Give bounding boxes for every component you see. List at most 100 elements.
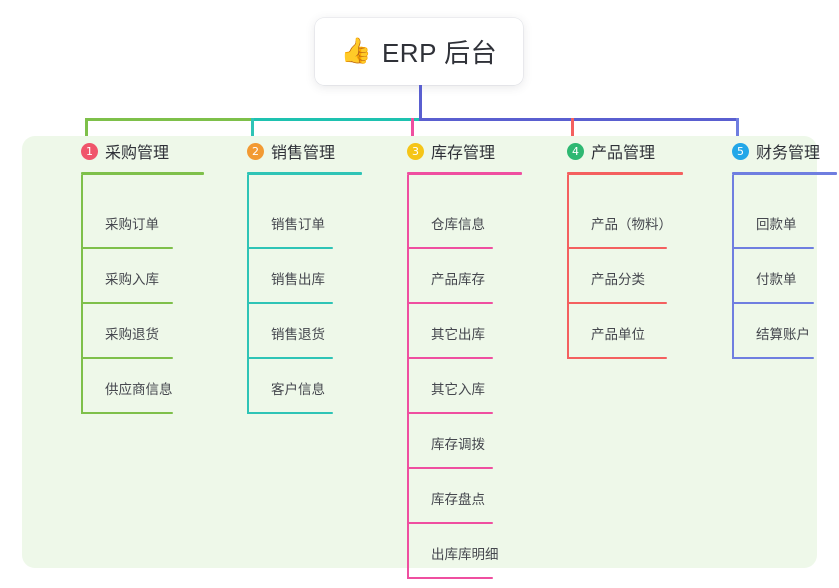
- leaf-label: 其它入库: [431, 382, 485, 397]
- column-title-1: 采购管理: [105, 145, 170, 162]
- connector-teal-segment: [251, 118, 419, 121]
- column-header-1[interactable]: 1 采购管理: [63, 136, 169, 166]
- leaf-item[interactable]: 付款单: [732, 258, 814, 304]
- leaf-rule: [247, 247, 333, 249]
- leaf-item[interactable]: 采购订单: [81, 203, 173, 249]
- column-rule-5: [732, 172, 837, 175]
- column-header-4[interactable]: 4 产品管理: [549, 136, 655, 166]
- branches-panel: 1 采购管理采购订单采购入库采购退货供应商信息 2 销售管理销售订单销售出库销售退货客…: [22, 136, 837, 579]
- leaf-item[interactable]: 其它入库: [407, 368, 493, 414]
- leaf-item[interactable]: 客户信息: [247, 368, 333, 414]
- leaf-rule: [567, 357, 667, 359]
- leaf-item[interactable]: 产品（物料）: [567, 203, 672, 249]
- leaf-rule: [407, 577, 493, 579]
- leaf-rule: [567, 302, 667, 304]
- column-header-2[interactable]: 2 销售管理: [229, 136, 335, 166]
- leaf-label: 销售出库: [271, 272, 325, 287]
- column-rule-3: [407, 172, 522, 175]
- leaf-label: 结算账户: [756, 327, 810, 342]
- leaf-rule: [247, 302, 333, 304]
- column-spine-3: [407, 175, 409, 579]
- column-title-3: 库存管理: [431, 145, 496, 162]
- leaf-rule: [81, 247, 173, 249]
- root-node-title: ERP 后台: [381, 38, 498, 68]
- connector-green-segment: [85, 118, 251, 121]
- leaf-rule: [732, 302, 814, 304]
- leaf-rule: [732, 357, 814, 359]
- leaf-rule: [732, 247, 814, 249]
- thumbs-up-icon: 👍: [340, 37, 372, 65]
- leaf-item[interactable]: 采购退货: [81, 313, 173, 359]
- column-spine-1: [81, 175, 83, 414]
- leaf-label: 销售订单: [271, 217, 325, 232]
- leaf-label: 采购入库: [105, 272, 159, 287]
- leaf-label: 产品（物料）: [591, 217, 672, 232]
- branch-column-5: 5 财务管理回款单付款单结算账户: [714, 136, 837, 359]
- branch-column-2: 2 销售管理销售订单销售出库销售退货客户信息: [229, 136, 362, 414]
- number-badge-4: 4: [567, 142, 584, 160]
- leaf-item[interactable]: 供应商信息: [81, 368, 173, 414]
- leaf-item[interactable]: 产品单位: [567, 313, 667, 359]
- leaf-rule: [407, 467, 493, 469]
- leaf-rule: [247, 357, 333, 359]
- leaf-label: 仓库信息: [431, 217, 485, 232]
- column-spine-2: [247, 175, 249, 414]
- column-rule-2: [247, 172, 362, 175]
- leaf-item[interactable]: 销售出库: [247, 258, 333, 304]
- leaf-item[interactable]: 回款单: [732, 203, 814, 249]
- leaf-rule: [407, 247, 493, 249]
- leaf-label: 采购订单: [105, 217, 159, 232]
- leaf-rule: [247, 412, 333, 414]
- branch-column-1: 1 采购管理采购订单采购入库采购退货供应商信息: [63, 136, 204, 414]
- leaf-label: 产品库存: [431, 272, 485, 287]
- leaf-item[interactable]: 出库库明细: [407, 533, 499, 579]
- leaf-rule: [407, 412, 493, 414]
- leaf-label: 产品分类: [591, 272, 645, 287]
- leaf-item[interactable]: 采购入库: [81, 258, 173, 304]
- column-title-5: 财务管理: [756, 145, 821, 162]
- column-title-4: 产品管理: [591, 145, 656, 162]
- leaf-label: 出库库明细: [431, 547, 499, 562]
- column-rule-4: [567, 172, 683, 175]
- leaf-rule: [81, 412, 173, 414]
- leaf-label: 客户信息: [271, 382, 325, 397]
- leaf-item[interactable]: 销售退货: [247, 313, 333, 359]
- leaf-item[interactable]: 库存调拨: [407, 423, 493, 469]
- number-badge-1: 1: [81, 142, 98, 160]
- column-spine-5: [732, 175, 734, 359]
- leaf-rule: [407, 302, 493, 304]
- leaf-item[interactable]: 产品分类: [567, 258, 667, 304]
- leaf-label: 付款单: [756, 272, 797, 287]
- connector-purple-segment: [419, 118, 739, 121]
- leaf-label: 采购退货: [105, 327, 159, 342]
- leaf-rule: [81, 357, 173, 359]
- leaf-item[interactable]: 结算账户: [732, 313, 814, 359]
- column-spine-4: [567, 175, 569, 359]
- number-badge-2: 2: [247, 142, 264, 160]
- leaf-item[interactable]: 销售订单: [247, 203, 333, 249]
- leaf-label: 销售退货: [271, 327, 325, 342]
- number-badge-5: 5: [732, 142, 749, 160]
- leaf-label: 库存盘点: [431, 492, 485, 507]
- trunk-line: [419, 85, 422, 121]
- leaf-rule: [407, 357, 493, 359]
- branch-column-4: 4 产品管理产品（物料） 产品分类产品单位: [549, 136, 683, 359]
- leaf-label: 其它出库: [431, 327, 485, 342]
- column-title-2: 销售管理: [271, 145, 336, 162]
- leaf-item[interactable]: 库存盘点: [407, 478, 493, 524]
- leaf-label: 供应商信息: [105, 382, 173, 397]
- leaf-rule: [567, 247, 667, 249]
- leaf-item[interactable]: 其它出库: [407, 313, 493, 359]
- root-node-card[interactable]: 👍 ERP 后台: [315, 18, 523, 85]
- leaf-item[interactable]: 仓库信息: [407, 203, 493, 249]
- leaf-rule: [81, 302, 173, 304]
- leaf-label: 回款单: [756, 217, 797, 232]
- column-rule-1: [81, 172, 204, 175]
- leaf-label: 库存调拨: [431, 437, 485, 452]
- leaf-item[interactable]: 产品库存: [407, 258, 493, 304]
- column-header-5[interactable]: 5 财务管理: [714, 136, 820, 166]
- leaf-rule: [407, 522, 493, 524]
